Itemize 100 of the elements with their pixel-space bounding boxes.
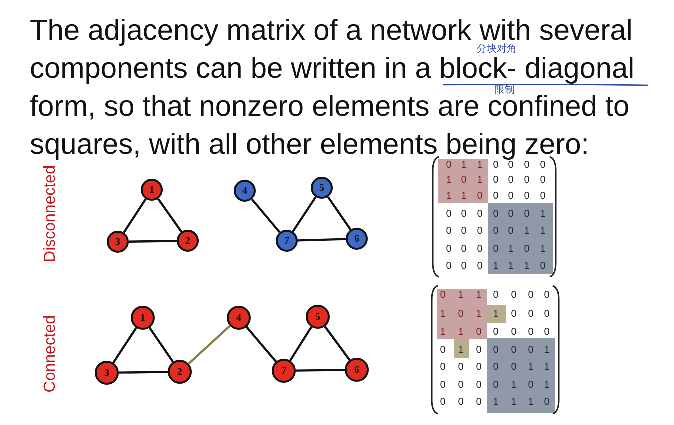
matrix-entry: 0 bbox=[528, 381, 534, 391]
matrix-entry: 0 bbox=[476, 346, 482, 356]
matrix-entry: 0 bbox=[528, 310, 534, 320]
matrix-entry: 0 bbox=[477, 227, 483, 237]
matrix-entry: 1 bbox=[511, 381, 517, 391]
network-node: 4 bbox=[227, 306, 251, 330]
matrix-entry: 0 bbox=[493, 328, 499, 338]
network-link bbox=[128, 240, 178, 243]
matrix-entry: 0 bbox=[446, 161, 452, 171]
matrix-entry: 0 bbox=[493, 346, 499, 356]
matrix-entry: 0 bbox=[511, 291, 517, 301]
matrix-entry: 0 bbox=[476, 381, 482, 391]
matrix-entry: 0 bbox=[524, 176, 530, 186]
matrix-entry: 0 bbox=[446, 245, 452, 255]
side-label: Disconnected bbox=[43, 166, 59, 262]
matrix-entry: 0 bbox=[528, 346, 534, 356]
matrix-entry: 1 bbox=[528, 363, 534, 373]
matrix-entry: 0 bbox=[440, 381, 446, 391]
matrix-entry: 0 bbox=[511, 363, 517, 373]
matrix-entry: 0 bbox=[446, 262, 452, 272]
matrix-entry: 0 bbox=[544, 310, 550, 320]
network-link bbox=[246, 326, 278, 363]
matrix-entry: 0 bbox=[493, 245, 499, 255]
matrix-entry: 0 bbox=[540, 192, 546, 202]
matrix-entry: 0 bbox=[476, 328, 482, 338]
matrix-entry: 1 bbox=[493, 310, 499, 320]
matrix-entry: 1 bbox=[524, 227, 530, 237]
matrix-entry: 0 bbox=[458, 310, 464, 320]
network-link bbox=[298, 238, 346, 242]
matrix-entry: 1 bbox=[446, 192, 452, 202]
network-node: 5 bbox=[306, 305, 330, 329]
network-node: 2 bbox=[177, 230, 199, 252]
network-link bbox=[251, 198, 281, 234]
network-node: 4 bbox=[234, 180, 256, 202]
matrix-entry: 0 bbox=[477, 192, 483, 202]
matrix-entry: 0 bbox=[446, 227, 452, 237]
network-link bbox=[327, 196, 352, 231]
matrix-entry: 0 bbox=[508, 192, 514, 202]
matrix-entry: 0 bbox=[508, 161, 514, 171]
matrix-entry: 0 bbox=[440, 346, 446, 356]
network-node: 2 bbox=[168, 360, 192, 384]
matrix-entry: 1 bbox=[458, 328, 464, 338]
network-link bbox=[296, 369, 346, 372]
matrix-entry: 0 bbox=[477, 210, 483, 220]
matrix-entry: 0 bbox=[493, 161, 499, 171]
matrix-entry: 1 bbox=[511, 398, 517, 408]
matrix-entry: 0 bbox=[544, 328, 550, 338]
network-node: 3 bbox=[95, 361, 119, 385]
matrix-entry: 0 bbox=[528, 328, 534, 338]
handwritten-note: 限制 bbox=[495, 86, 515, 96]
matrix-entry: 0 bbox=[493, 227, 499, 237]
network-link bbox=[112, 327, 138, 364]
matrix-entry: 0 bbox=[524, 161, 530, 171]
matrix-entry: 1 bbox=[461, 192, 467, 202]
matrix-entry: 0 bbox=[476, 398, 482, 408]
matrix-entry: 1 bbox=[477, 161, 483, 171]
matrix-entry: 1 bbox=[458, 291, 464, 301]
network-node: 6 bbox=[346, 228, 368, 250]
matrix-entry: 0 bbox=[461, 210, 467, 220]
matrix-entry: 0 bbox=[524, 192, 530, 202]
matrix-entry: 1 bbox=[440, 328, 446, 338]
matrix-entry: 0 bbox=[544, 398, 550, 408]
matrix-entry: 0 bbox=[508, 210, 514, 220]
matrix-entry: 1 bbox=[458, 346, 464, 356]
matrix-entry: 0 bbox=[440, 291, 446, 301]
matrix-entry: 0 bbox=[446, 210, 452, 220]
matrix-entry: 0 bbox=[477, 245, 483, 255]
matrix-entry: 1 bbox=[493, 398, 499, 408]
matrix-entry: 1 bbox=[544, 381, 550, 391]
matrix-entry: 0 bbox=[508, 176, 514, 186]
network-node: 1 bbox=[141, 179, 163, 201]
matrix-entry: 0 bbox=[540, 262, 546, 272]
matrix-entry: 0 bbox=[440, 363, 446, 373]
network-node: 5 bbox=[311, 177, 333, 199]
handwritten-note: 分块对角 bbox=[477, 45, 517, 55]
network-link bbox=[289, 326, 313, 362]
network-node: 3 bbox=[107, 231, 129, 253]
matrix-entry: 1 bbox=[540, 227, 546, 237]
matrix-entry: 1 bbox=[440, 310, 446, 320]
matrix-entry: 0 bbox=[461, 176, 467, 186]
matrix-entry: 1 bbox=[508, 245, 514, 255]
network-link bbox=[157, 198, 183, 233]
matrix-entry: 0 bbox=[508, 227, 514, 237]
matrix-entry: 0 bbox=[511, 328, 517, 338]
matrix-entry: 1 bbox=[476, 310, 482, 320]
side-label: Connected bbox=[43, 315, 59, 393]
matrix-entry: 0 bbox=[493, 363, 499, 373]
matrix-entry: 1 bbox=[544, 346, 550, 356]
matrix-entry: 0 bbox=[440, 398, 446, 408]
matrix-entry: 0 bbox=[493, 192, 499, 202]
matrix-entry: 0 bbox=[476, 363, 482, 373]
matrix-entry: 0 bbox=[493, 381, 499, 391]
matrix-entry: 0 bbox=[540, 161, 546, 171]
network-link bbox=[292, 196, 317, 232]
network-node: 6 bbox=[345, 358, 369, 382]
matrix-entry: 0 bbox=[458, 363, 464, 373]
matrix-entry: 0 bbox=[493, 176, 499, 186]
matrix-entry: 1 bbox=[544, 363, 550, 373]
matrix-entry: 1 bbox=[540, 245, 546, 255]
matrix-entry: 1 bbox=[528, 398, 534, 408]
